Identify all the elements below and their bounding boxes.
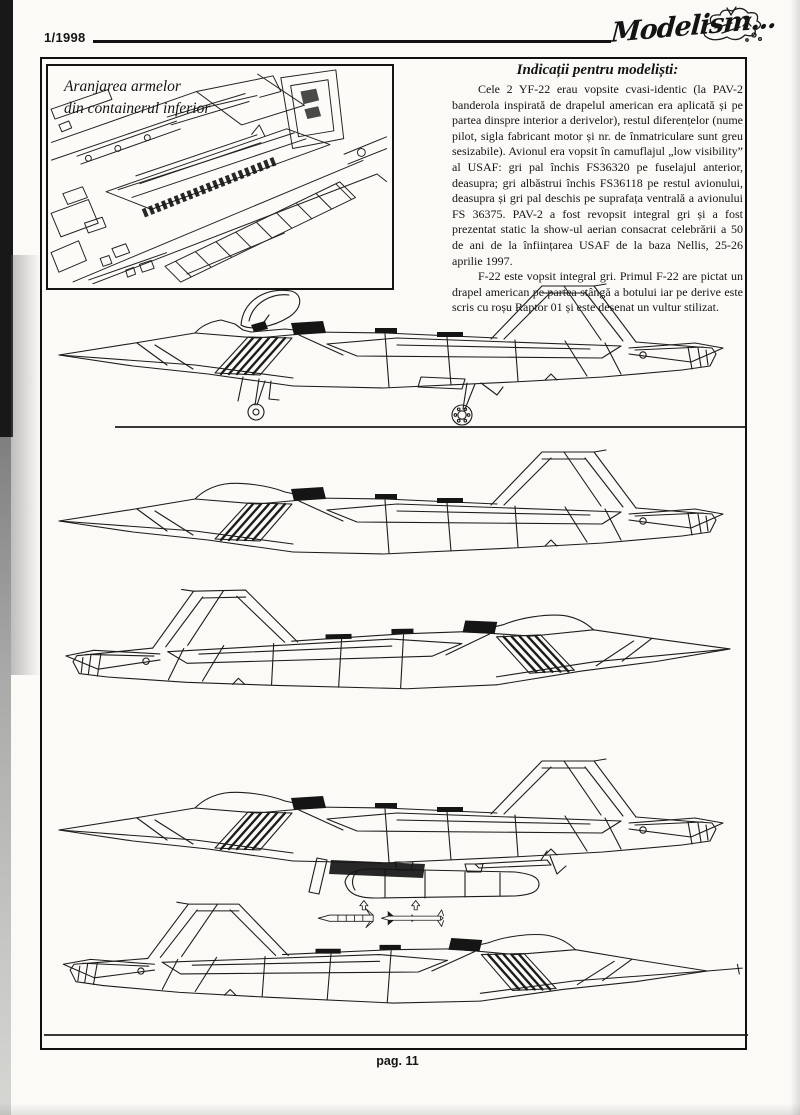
article-body: Cele 2 YF-22 erau vopsite cvasi-identic … [452,82,743,316]
yf22-side-view-in-flight [42,447,748,565]
article-paragraph: Cele 2 YF-22 erau vopsite cvasi-identic … [452,82,743,268]
yf22-side-view-in-flight-facing-right [39,575,750,740]
inset-caption-line1: Aranjarea armelor [64,78,181,95]
scan-shadow [11,255,41,675]
scan-edge-black [0,0,13,437]
article: Indicații pentru modeliști: Cele 2 YF-22… [452,62,743,316]
page-number: pag. 11 [376,1054,419,1068]
article-paragraph: F-22 este vopsit integral gri. Primul F-… [452,269,743,315]
inset-caption: Aranjarea armelor din containerul inferi… [64,76,210,121]
f22-side-view-pitot-facing-right [42,896,750,1048]
scan-edge-right [790,0,800,1115]
weapons-bay-inset-box: Aranjarea armelor din containerul inferi… [46,64,394,290]
missile-pair-aim9-aim120 [312,898,452,928]
yf22-side-view-weapons-bay-open [42,744,748,909]
logo-plane-doodle-icon [697,2,767,55]
issue-number: 1/1998 [44,30,86,45]
scan-edge-gray [0,437,11,1115]
page-border-frame [40,57,747,1050]
header-rule [93,40,611,43]
yf22-side-view-canopy-open-gear-down [42,281,748,429]
article-title: Indicații pentru modeliști: [516,62,679,78]
inset-caption-line2: din containerul inferior [64,100,211,118]
scan-edge-bottom [0,1103,800,1115]
